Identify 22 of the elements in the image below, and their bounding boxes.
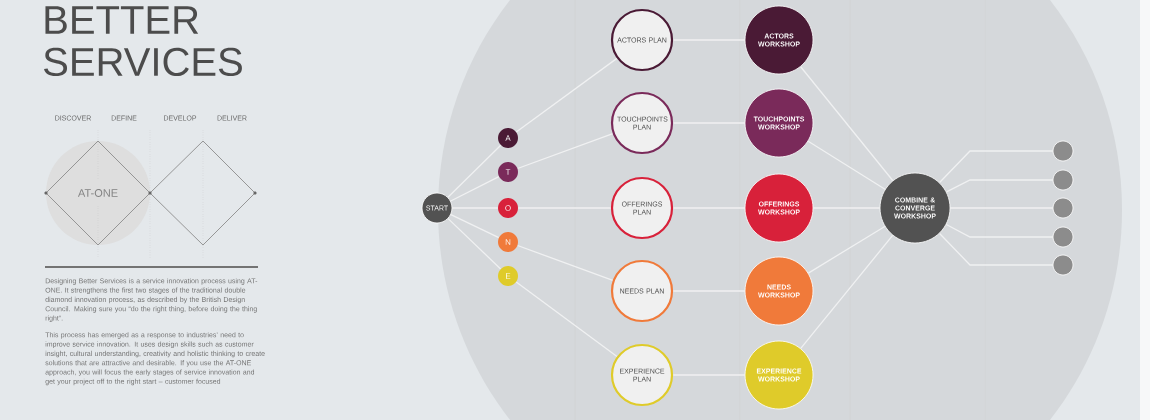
connector-line [800, 66, 894, 182]
connector-line [450, 175, 500, 202]
connector-line [516, 133, 614, 170]
connector-line [945, 179, 1054, 193]
outcome-circle [1052, 140, 1074, 162]
connector-line [800, 234, 894, 349]
connector-line [807, 140, 886, 190]
connector-line [938, 150, 1054, 184]
connector-line [447, 144, 502, 198]
connector-line [515, 57, 618, 133]
outcome-circle [1052, 169, 1074, 191]
connector-line [945, 223, 1054, 238]
connector-line [447, 218, 502, 270]
connector-line [807, 225, 886, 274]
connector-line [516, 244, 614, 281]
connector-line [938, 232, 1054, 266]
title: BETTER SERVICES [44, 6, 242, 77]
connector-line [515, 281, 618, 358]
outcome-circle [1052, 197, 1074, 219]
outcome-circle [1052, 226, 1074, 248]
outcome-circle [1052, 254, 1074, 276]
connector-line [450, 214, 500, 239]
